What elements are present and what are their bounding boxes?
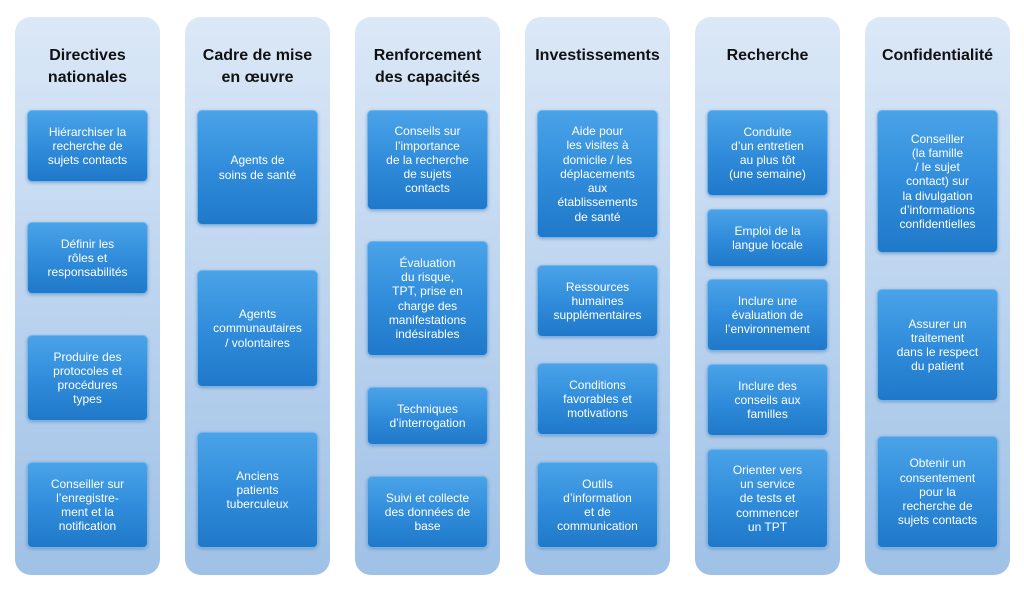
box-label: Évaluation du risque, TPT, prise en char… bbox=[388, 255, 467, 341]
column-investissements: Investissements Aide pour les visites à … bbox=[525, 17, 670, 575]
column-title: Confidentialité bbox=[881, 47, 994, 64]
box-protocols: Produire des protocoles et procédures ty… bbox=[27, 335, 148, 421]
box-environment-evaluation: Inclure une évaluation de l’environnemen… bbox=[707, 279, 828, 351]
box-human-resources: Ressources humaines supplémentaires bbox=[537, 265, 658, 337]
column-title: Cadre de mise en œuvre bbox=[202, 47, 313, 86]
box-label: Produire des protocoles et procédures ty… bbox=[53, 349, 122, 407]
box-risk-evaluation: Évaluation du risque, TPT, prise en char… bbox=[367, 241, 488, 356]
box-former-tb-patients: Anciens patients tuberculeux bbox=[197, 432, 318, 548]
box-label: Conditions favorables et motivations bbox=[563, 377, 632, 421]
box-testing-referral: Orienter vers un service de tests et com… bbox=[707, 449, 828, 548]
column-cadre-mise-en-oeuvre: Cadre de mise en œuvre Agents de soins d… bbox=[185, 17, 330, 575]
box-label: Outils d’information et de communication bbox=[557, 476, 638, 534]
box-importance-counseling: Conseils sur l’importance de la recherch… bbox=[367, 110, 488, 210]
box-label: Suivi et collecte des données de base bbox=[384, 490, 471, 534]
column-renforcement-capacites: Renforcement des capacités Conseils sur … bbox=[355, 17, 500, 575]
box-label: Aide pour les visites à domicile / les d… bbox=[557, 124, 638, 224]
box-registration-advice: Conseiller sur l’enregistre- ment et la … bbox=[27, 462, 148, 548]
box-label: Inclure une évaluation de l’environnemen… bbox=[725, 293, 810, 337]
box-family-advice: Inclure des conseils aux familles bbox=[707, 364, 828, 436]
box-enabling-conditions: Conditions favorables et motivations bbox=[537, 363, 658, 435]
box-interview-techniques: Techniques d’interrogation bbox=[367, 387, 488, 445]
box-label: Anciens patients tuberculeux bbox=[226, 468, 289, 512]
box-label: Techniques d’interrogation bbox=[389, 401, 466, 430]
box-label: Agents de soins de santé bbox=[218, 153, 297, 182]
box-label: Assurer un traitement dans le respect du… bbox=[896, 316, 979, 374]
box-label: Définir les rôles et responsabilités bbox=[47, 236, 128, 280]
column-directives-nationales: Directives nationales Hiérarchiser la re… bbox=[15, 17, 160, 575]
box-label: Conseiller (la famille / le sujet contac… bbox=[899, 131, 976, 231]
box-label: Conseils sur l’importance de la recherch… bbox=[386, 124, 469, 196]
box-label: Ressources humaines supplémentaires bbox=[553, 279, 642, 323]
column-recherche: Recherche Conduite d’un entretien au plu… bbox=[695, 17, 840, 575]
box-label: Agents communautaires / volontaires bbox=[213, 307, 302, 350]
box-label: Conseiller sur l’enregistre- ment et la … bbox=[50, 476, 125, 534]
column-title: Recherche bbox=[726, 47, 809, 64]
box-label: Hiérarchiser la recherche de sujets cont… bbox=[47, 124, 128, 168]
box-early-interview: Conduite d’un entretien au plus tôt (une… bbox=[707, 110, 828, 196]
box-communication-tools: Outils d’information et de communication bbox=[537, 462, 658, 548]
box-monitoring-data: Suivi et collecte des données de base bbox=[367, 476, 488, 548]
box-label: Emploi de la langue locale bbox=[732, 223, 803, 252]
box-home-visit-support: Aide pour les visites à domicile / les d… bbox=[537, 110, 658, 238]
box-label: Orienter vers un service de tests et com… bbox=[732, 462, 803, 534]
box-label: Conduite d’un entretien au plus tôt (une… bbox=[729, 124, 806, 182]
box-consent: Obtenir un consentement pour la recherch… bbox=[877, 436, 998, 548]
box-community-volunteers: Agents communautaires / volontaires bbox=[197, 270, 318, 387]
column-title: Investissements bbox=[535, 47, 660, 64]
column-title: Renforcement des capacités bbox=[373, 47, 482, 86]
box-respectful-treatment: Assurer un traitement dans le respect du… bbox=[877, 289, 998, 401]
box-label: Inclure des conseils aux familles bbox=[734, 378, 801, 422]
column-title: Directives nationales bbox=[47, 47, 128, 86]
box-prioritize-contact-tracing: Hiérarchiser la recherche de sujets cont… bbox=[27, 110, 148, 182]
box-local-language: Emploi de la langue locale bbox=[707, 209, 828, 267]
box-health-workers: Agents de soins de santé bbox=[197, 110, 318, 225]
box-label: Obtenir un consentement pour la recherch… bbox=[897, 456, 978, 528]
box-define-roles: Définir les rôles et responsabilités bbox=[27, 222, 148, 294]
column-confidentialite: Confidentialité Conseiller (la famille /… bbox=[865, 17, 1010, 575]
box-disclosure-counseling: Conseiller (la famille / le sujet contac… bbox=[877, 110, 998, 253]
